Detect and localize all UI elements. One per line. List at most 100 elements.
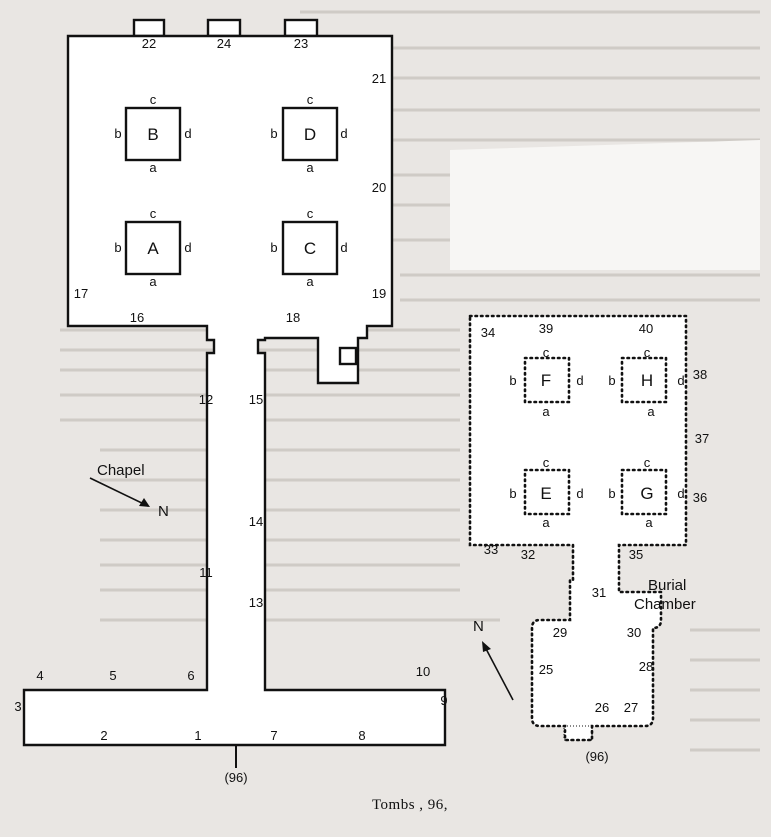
pillar-h-label: H: [641, 371, 653, 390]
pillar-d-face-a: a: [306, 160, 314, 175]
wall-number: 32: [521, 547, 535, 562]
pillar-f-face-b: b: [509, 373, 516, 388]
pillar-a-label: A: [147, 239, 159, 258]
wall-number: 2: [100, 728, 107, 743]
pillar-d-face-d: d: [340, 126, 347, 141]
pillar-e-face-a: a: [542, 515, 550, 530]
north-arrow-icon: [483, 644, 514, 701]
pillar-c-face-d: d: [340, 240, 347, 255]
pillar-d-label: D: [304, 125, 316, 144]
wall-number: 35: [629, 547, 643, 562]
pillar-c-face-a: a: [306, 274, 314, 289]
niche-23: [283, 18, 319, 38]
wall-number: 1: [194, 728, 201, 743]
wall-number: 8: [358, 728, 365, 743]
wall-number: 15: [249, 392, 263, 407]
pillar-g-face-a: a: [645, 515, 653, 530]
niche-24: [206, 18, 242, 38]
wall-number: 27: [624, 700, 638, 715]
burial-north-label: N: [473, 618, 484, 635]
pillar-d-face-b: b: [270, 126, 277, 141]
wall-number: 22: [142, 36, 156, 51]
pillar-c: [281, 220, 339, 276]
pillar-h-face-a: a: [647, 404, 655, 419]
wall-number: 28: [639, 659, 653, 674]
wall-number: 13: [249, 595, 263, 610]
wall-number: 9: [440, 693, 447, 708]
wall-number: 6: [187, 668, 194, 683]
pillar-a-face-a: a: [149, 274, 157, 289]
pillar-f-label: F: [541, 371, 551, 390]
north-arrow-head-icon: [482, 641, 491, 652]
pillar-f-face-d: d: [576, 373, 583, 388]
pillar-e-label: E: [540, 484, 551, 503]
wall-number: 40: [639, 321, 653, 336]
pillar-a-face-b: b: [114, 240, 121, 255]
pillar-f: [523, 356, 571, 404]
wall-number: 37: [695, 431, 709, 446]
north-arrow-head-icon: [139, 498, 150, 507]
pillar-b-face-d: d: [184, 126, 191, 141]
pillar-b: [124, 106, 182, 162]
pillar-d-face-c: c: [307, 92, 314, 107]
chapel-title: Chapel: [97, 462, 145, 479]
wall-number: 29: [553, 625, 567, 640]
burial-chamber-title-line2: Chamber: [634, 596, 696, 613]
wall-number: 5: [109, 668, 116, 683]
pillar-e: [523, 468, 571, 516]
pillar-a: [124, 220, 182, 276]
wall-number: 39: [539, 321, 553, 336]
wall-number: 33: [484, 542, 498, 557]
wall-number: 10: [416, 664, 430, 679]
pillar-g: [620, 468, 668, 516]
wall-number: 21: [372, 71, 386, 86]
pillar-b-label: B: [147, 125, 158, 144]
chapel-plan: B c b d a D c b d a A c b d a C c b d a …: [14, 18, 448, 785]
pillar-h-face-b: b: [608, 373, 615, 388]
wall-number: 16: [130, 310, 144, 325]
wall-number: 25: [539, 662, 553, 677]
wall-number: 11: [199, 565, 213, 580]
north-arrow-icon: [89, 477, 149, 507]
pillar-f-face-a: a: [542, 404, 550, 419]
pillar-g-face-d: d: [677, 486, 684, 501]
burial-chamber-title-line1: Burial: [648, 577, 686, 594]
wall-number: 18: [286, 310, 300, 325]
pillar-d: [281, 106, 339, 162]
pillar-a-face-c: c: [150, 206, 157, 221]
pillar-c-face-c: c: [307, 206, 314, 221]
pillar-b-face-a: a: [149, 160, 157, 175]
pillar-g-label: G: [640, 484, 653, 503]
pillar-f-face-c: c: [543, 345, 550, 360]
wall-number: 24: [217, 36, 231, 51]
pillar-h: [620, 356, 668, 404]
pillar-h-face-c: c: [644, 345, 651, 360]
wall-number: 38: [693, 367, 707, 382]
pillar-c-face-b: b: [270, 240, 277, 255]
wall-number: 23: [294, 36, 308, 51]
wall-number: 12: [199, 392, 213, 407]
figure-caption: Tombs , 96,: [372, 797, 448, 813]
wall-number: 14: [249, 514, 263, 529]
pillar-e-face-c: c: [543, 455, 550, 470]
wall-number: 26: [595, 700, 609, 715]
tomb-reference: (96): [585, 749, 608, 764]
niche-22: [132, 18, 166, 38]
pillar-g-face-b: b: [608, 486, 615, 501]
wall-number: 3: [14, 699, 21, 714]
wall-number: 34: [481, 325, 495, 340]
chapel-small-niche: [338, 346, 358, 366]
pillar-g-face-c: c: [644, 455, 651, 470]
pillar-c-label: C: [304, 239, 316, 258]
burial-chamber-plan: F c b d a H c b d a E c b d a G c b d a …: [468, 314, 709, 764]
wall-number: 36: [693, 490, 707, 505]
pillar-a-face-d: d: [184, 240, 191, 255]
wall-number: 7: [270, 728, 277, 743]
chapel-walls: [22, 34, 447, 747]
wall-number: 17: [74, 286, 88, 301]
wall-number: 31: [592, 585, 606, 600]
chapel-north-label: N: [158, 503, 169, 520]
tomb-reference: (96): [224, 770, 247, 785]
burial-chamber-walls: [468, 314, 688, 742]
